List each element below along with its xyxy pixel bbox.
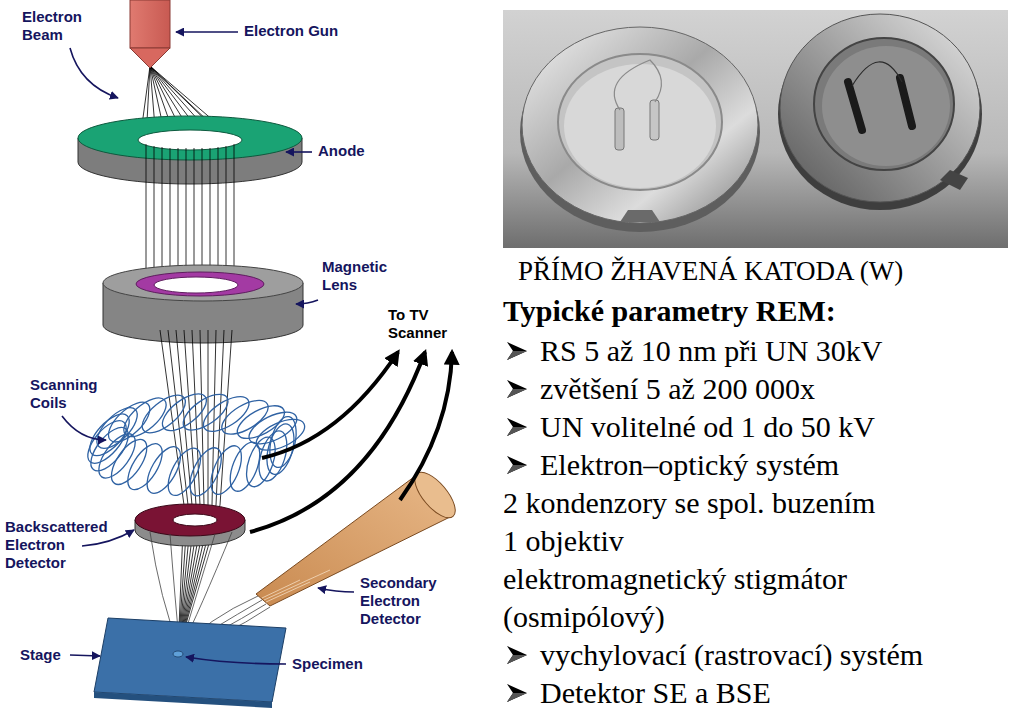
- coil-loop: [241, 433, 281, 490]
- parameter-item: Detektor SE a BSE: [540, 674, 771, 712]
- parameter-item: vychylovací (rastrovací) systém: [540, 636, 923, 674]
- coil-loop: [183, 443, 227, 500]
- bullet-arrow: [507, 456, 527, 474]
- bullet-shade: [507, 427, 527, 436]
- gun-body: [130, 0, 170, 48]
- gun-tip: [130, 48, 170, 68]
- cathode-left: [520, 27, 760, 232]
- part-label: Secondary Electron Detector: [360, 574, 456, 628]
- bullet-arrow: [507, 684, 527, 702]
- part-label: Scanning Coils: [30, 376, 114, 412]
- signal-label: To TV Scanner: [388, 306, 472, 342]
- specimen-spot: [173, 651, 183, 657]
- part-label: Anode: [318, 142, 365, 160]
- parameter-item: Elektron–optický systém: [540, 446, 839, 484]
- parameter-item: zvětšení 5 až 200 000x: [540, 370, 815, 408]
- cathode-photo: [503, 10, 1008, 248]
- bullet-shade: [507, 389, 527, 398]
- list-bullet: [507, 418, 527, 436]
- coil-loop: [156, 387, 212, 437]
- anode-disc: [78, 116, 302, 184]
- bullet-arrow: [507, 380, 527, 398]
- parameter-item: RS 5 až 10 nm při UN 30kV: [540, 332, 882, 370]
- bullet-arrow: [507, 646, 527, 664]
- parameter-detail: 2 kondenzory se spol. buzením: [503, 484, 875, 522]
- list-bullet: [507, 646, 527, 664]
- coil-loop: [102, 396, 156, 449]
- part-label: Specimen: [292, 655, 363, 673]
- part-label: Electron Beam: [22, 8, 106, 44]
- bullet-shade: [507, 693, 527, 702]
- coil-loop: [140, 442, 187, 499]
- coil-loop: [162, 443, 208, 500]
- bullet-shade: [507, 351, 527, 360]
- photo-caption: PŘÍMO ŽHAVENÁ KATODA (W): [518, 254, 903, 288]
- bullet-arrow: [507, 418, 527, 436]
- parameter-item: UN volitelné od 1 do 50 kV: [540, 408, 875, 446]
- coil-loop: [252, 413, 309, 456]
- parameters-heading: Typické parametry REM:: [503, 292, 836, 330]
- list-bullet: [507, 684, 527, 702]
- electron-beam-focused: [160, 330, 232, 652]
- coil-loop: [205, 441, 248, 498]
- bullet-shade: [507, 655, 527, 664]
- parameter-detail: elektromagnetický stigmátor (osmipólový): [503, 560, 973, 636]
- bullet-arrow: [507, 342, 527, 360]
- list-bullet: [507, 380, 527, 398]
- coil-loop: [244, 406, 301, 451]
- part-label: Electron Gun: [244, 22, 338, 40]
- part-label: Stage: [20, 646, 61, 664]
- list-bullet: [507, 456, 527, 474]
- electron-gun: [130, 0, 170, 68]
- bullet-shade: [507, 465, 527, 474]
- list-bullet: [507, 342, 527, 360]
- parameter-detail: 1 objektiv: [503, 522, 624, 560]
- coil-loop: [121, 438, 169, 495]
- part-label: Magnetic Lens: [322, 258, 406, 294]
- scanning-coils: [81, 387, 309, 500]
- leader-lines: [62, 32, 354, 664]
- cathode-right: [778, 14, 982, 210]
- magnetic-lens: [103, 265, 303, 343]
- signal-arrows: [250, 352, 452, 532]
- coil-loop: [105, 434, 154, 490]
- coil-loop: [136, 388, 191, 439]
- specimen-stage: [94, 618, 286, 708]
- part-label: Backscattered Electron Detector: [5, 518, 125, 572]
